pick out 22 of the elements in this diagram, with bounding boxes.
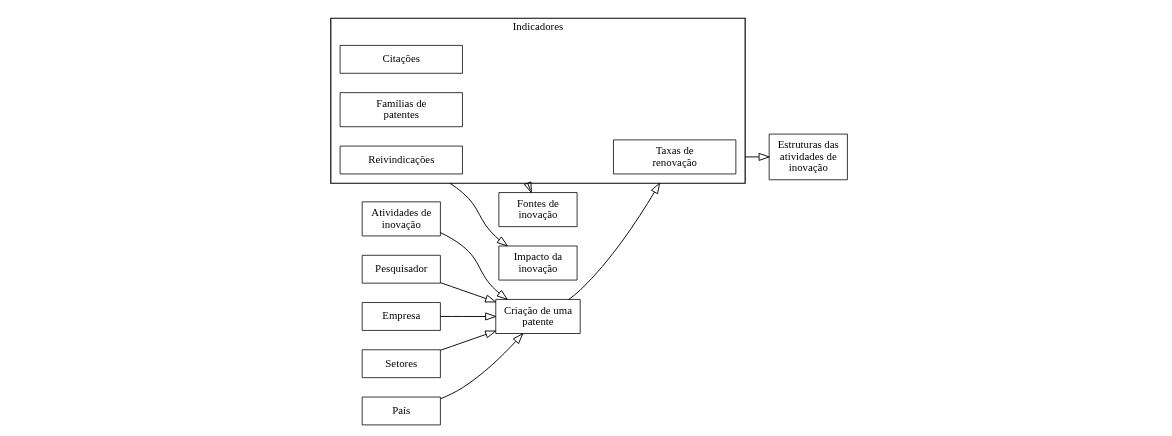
node-box: Empresa (361, 301, 441, 331)
arrow (439, 312, 497, 320)
node-box: Fontes de inovação (498, 191, 578, 227)
arrow (449, 182, 508, 246)
node-box: Pesquisador (361, 254, 441, 284)
node-box: Citações (339, 44, 463, 74)
node-box: Criação de uma patente (495, 298, 581, 334)
node-box: Impacto da inovação (498, 245, 578, 280)
arrow (440, 332, 524, 399)
node-box: Famílias de patentes (339, 91, 463, 127)
arrow (568, 182, 661, 300)
arrow (440, 231, 508, 300)
arrow (439, 281, 497, 302)
node-box: Taxas de renovação (613, 139, 737, 174)
node-box: Atividades de inovação (361, 200, 441, 236)
node-box: Reivindicações (339, 145, 463, 174)
node-box: Estruturas das atividades de inovação (768, 133, 848, 180)
arrow (744, 152, 770, 161)
arrow (523, 180, 532, 193)
node-box: Setores (361, 348, 441, 378)
node-box: País (361, 396, 441, 425)
arrow (439, 330, 497, 351)
